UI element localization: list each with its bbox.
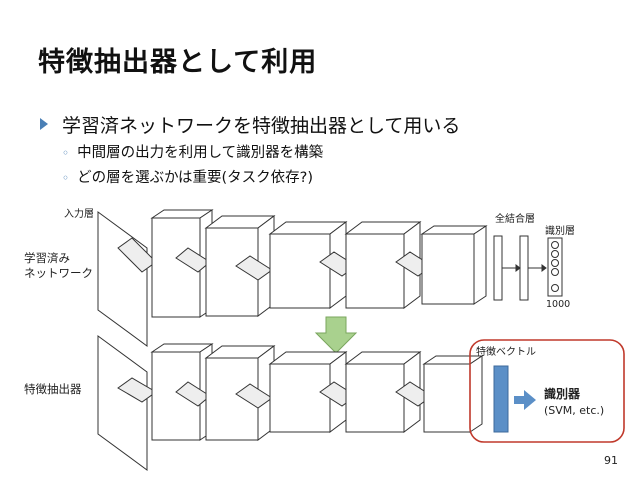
sub-item-1: ◦ 中間層の出力を利用して識別器を構築 [62, 141, 323, 162]
trained-network-label-2: ネットワーク [24, 266, 93, 280]
classifier-label: 識別器 [544, 386, 581, 401]
highlight-box [469, 339, 625, 443]
top-input-layer [97, 211, 148, 347]
bottom-input-layer [97, 335, 148, 471]
sub-bullet-icon: ◦ [62, 146, 70, 160]
main-bullet: 学習済ネットワークを特徴抽出器として用いる [40, 111, 460, 138]
bullet-arrow-icon [40, 118, 48, 130]
top-block-5 [345, 233, 405, 309]
sub-item-2-text: どの層を選ぶかは重要(タスク依存?) [77, 170, 314, 186]
bottom-block-6 [423, 363, 471, 433]
top-network [97, 209, 563, 347]
slide-title: 特徴抽出器として利用 [38, 47, 318, 78]
bottom-block-5 [345, 363, 405, 433]
fc-layer-label: 全結合層 [495, 212, 535, 225]
down-arrow-icon [314, 316, 358, 354]
page-number: 91 [604, 454, 618, 467]
top-fc-1 [493, 235, 503, 301]
feature-vector-bar [493, 365, 509, 433]
sub-item-2: ◦ どの層を選ぶかは重要(タスク依存?) [62, 166, 313, 187]
bottom-network [97, 335, 484, 471]
top-block-6 [421, 233, 475, 305]
feature-vector-label: 特徴ベクトル [476, 345, 536, 358]
bottom-block-4 [269, 363, 331, 433]
classifier-layer-label: 識別層 [545, 224, 575, 237]
feature-extractor-label: 特徴抽出器 [24, 382, 82, 396]
main-bullet-text: 学習済ネットワークを特徴抽出器として用いる [62, 115, 461, 137]
output-count: 1000 [546, 299, 570, 310]
trained-network-label-1: 学習済み [24, 251, 70, 265]
classifier-sublabel: (SVM, etc.) [544, 404, 604, 417]
sub-bullet-icon: ◦ [62, 171, 70, 185]
top-block-4 [269, 233, 331, 309]
right-arrow-icon [514, 390, 536, 410]
sub-item-1-text: 中間層の出力を利用して識別器を構築 [77, 145, 324, 161]
input-layer-label: 入力層 [64, 207, 94, 220]
top-fc-2 [519, 235, 529, 301]
